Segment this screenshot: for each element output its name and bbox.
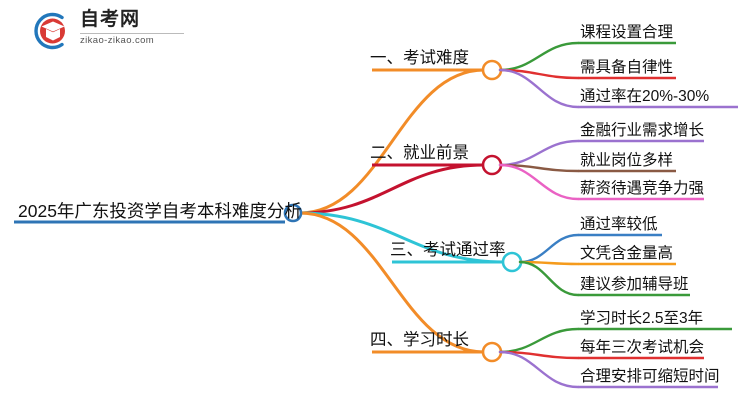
branch-2-leaf-1-label[interactable]: 金融行业需求增长 [580, 122, 705, 139]
branch-1-leaf-1-label[interactable]: 课程设置合理 [580, 24, 674, 41]
zikao-logo-icon [34, 12, 65, 50]
logo-arc [34, 12, 64, 50]
branch-1-leaf-3-label[interactable]: 通过率在20%-30% [580, 88, 710, 105]
logo-text-block: 自考网 zikao-zikao.com [80, 8, 188, 47]
branch-1-node[interactable] [481, 59, 503, 81]
connector-branch-4-leaf-1 [498, 327, 580, 354]
connector-branch-2-leaf-2 [498, 163, 580, 173]
connector-branch-2-leaf-1 [498, 139, 580, 167]
branch-3-leaf-2-label[interactable]: 文凭含金量高 [580, 245, 674, 262]
branch-2-node[interactable] [481, 154, 503, 176]
branch-3-label[interactable]: 三、考试通过率 [390, 241, 506, 259]
branch-1-label[interactable]: 一、考试难度 [370, 49, 469, 67]
connector-branch-2-leaf-3 [498, 163, 580, 201]
branch-2-label[interactable]: 二、就业前景 [370, 144, 469, 162]
connector-root-to-branch-2 [298, 163, 486, 215]
connector-branch-1-leaf-1 [498, 41, 580, 72]
connector-branch-3-leaf-1 [518, 233, 580, 264]
branch-2-leaf-3-label[interactable]: 薪资待遇竞争力强 [580, 180, 705, 197]
logo-cap-body [46, 29, 60, 41]
site-logo: 自考网 zikao-zikao.com [28, 8, 188, 54]
branch-4-leaf-3-label[interactable]: 合理安排可缩短时间 [580, 368, 720, 385]
branch-3-leaf-1-label[interactable]: 通过率较低 [580, 216, 658, 233]
logo-cap-top [41, 21, 65, 32]
logo-divider [80, 33, 184, 34]
branch-3-leaf-3-label[interactable]: 建议参加辅导班 [580, 276, 689, 293]
connector-branch-4-leaf-3 [498, 350, 580, 389]
connector-branch-1-leaf-3 [498, 68, 580, 109]
connector-branch-3-leaf-3 [518, 260, 580, 297]
branch-4-leaf-2-label[interactable]: 每年三次考试机会 [580, 339, 705, 356]
root-node-label[interactable]: 2025年广东投资学自考本科难度分析 [18, 201, 302, 221]
connector-branch-3-leaf-2 [518, 260, 580, 266]
branch-2-leaf-2-label[interactable]: 就业岗位多样 [580, 152, 674, 169]
branch-1-leaf-2-label[interactable]: 需具备自律性 [580, 59, 674, 76]
connector-branch-1-leaf-2 [498, 68, 580, 80]
connector-branch-4-leaf-2 [498, 350, 580, 360]
branch-4-leaf-1-label[interactable]: 学习时长2.5至3年 [580, 310, 704, 327]
logo-title: 自考网 [80, 9, 141, 30]
branch-4-node[interactable] [481, 341, 503, 363]
logo-subtitle: zikao-zikao.com [80, 35, 155, 46]
branch-4-label[interactable]: 四、学习时长 [370, 331, 469, 349]
connector-root-to-branch-1 [298, 68, 486, 215]
